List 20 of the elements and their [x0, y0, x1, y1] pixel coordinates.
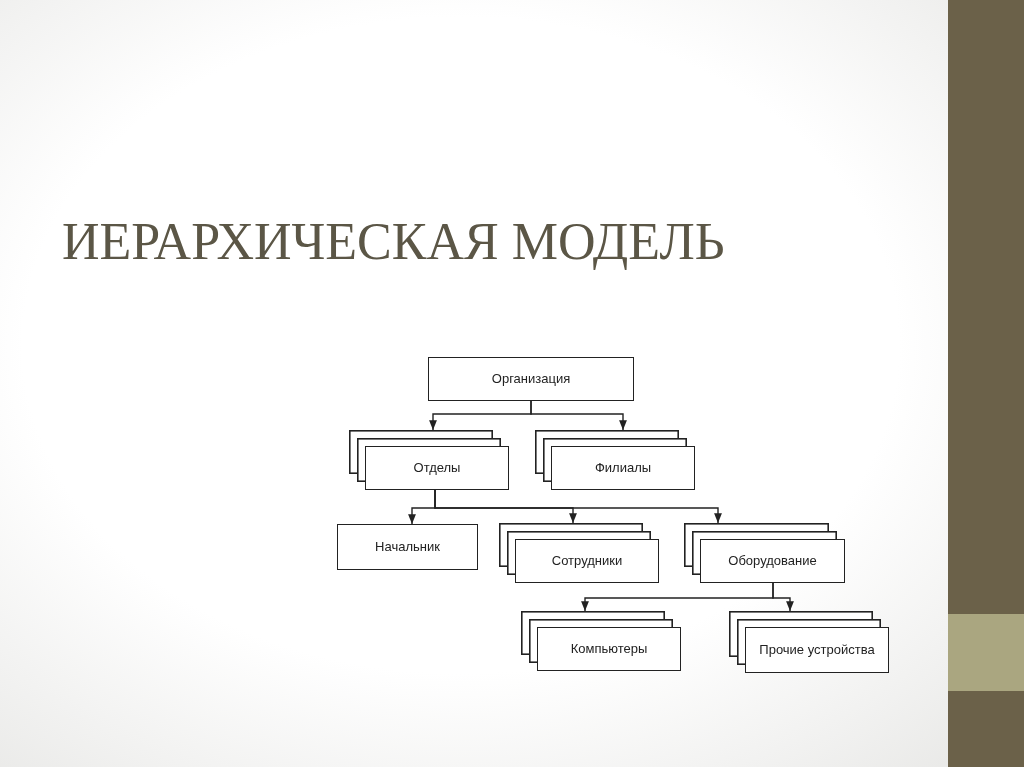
- stacked-box: [349, 430, 509, 490]
- node-label: Оборудование: [728, 552, 817, 570]
- stacked-box: [729, 611, 889, 673]
- slide-title: ИЕРАРХИЧЕСКАЯ МОДЕЛЬ: [62, 212, 725, 271]
- arrow: [530, 400, 627, 431]
- node-label: Отделы: [413, 459, 461, 477]
- node-label: Прочие устройства: [759, 641, 875, 659]
- node-label: Организация: [491, 370, 571, 388]
- node-label: Сотрудники: [551, 552, 623, 570]
- node-label: Филиалы: [594, 459, 652, 477]
- arrow: [434, 489, 722, 524]
- stacked-box: [499, 523, 659, 583]
- process-box: [337, 524, 478, 570]
- node-label: Начальник: [375, 538, 440, 556]
- arrow: [772, 582, 794, 612]
- node-label: Компьютеры: [570, 640, 648, 658]
- stacked-box: [535, 430, 695, 490]
- process-box: [428, 357, 634, 401]
- stacked-box: [684, 523, 845, 583]
- stacked-box: [521, 611, 681, 671]
